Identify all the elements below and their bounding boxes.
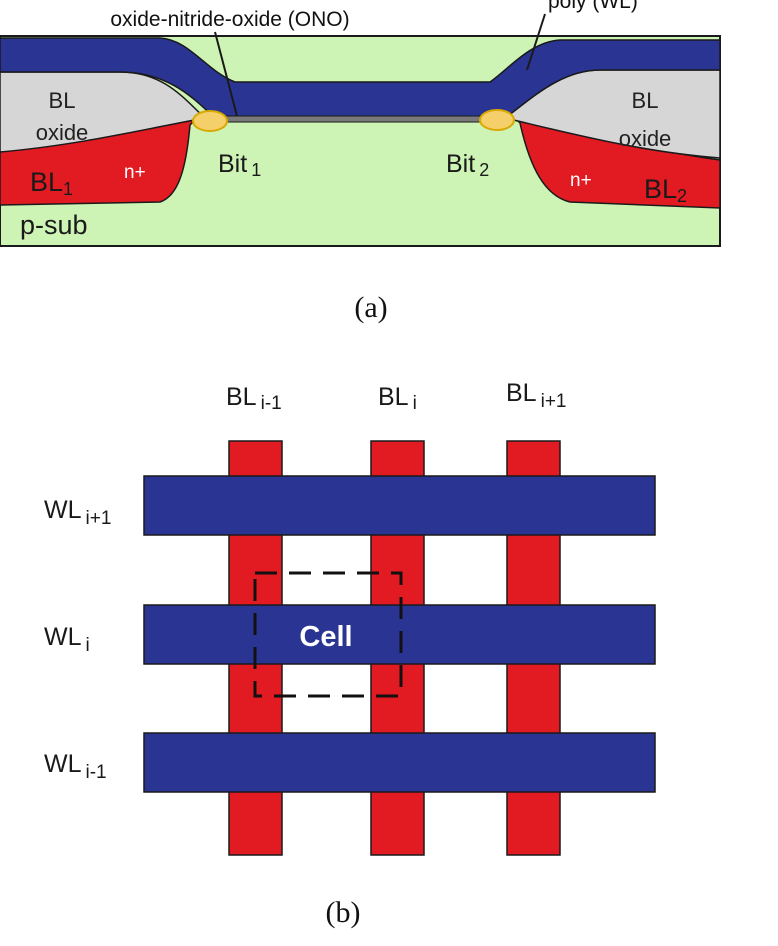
bit2-charge xyxy=(479,109,515,131)
label-poly-wl: poly (WL) xyxy=(548,0,638,13)
label-cell: Cell xyxy=(299,621,352,653)
ono-leader-line xyxy=(214,31,238,117)
wordline-i-plus-1 xyxy=(143,475,656,536)
poly-leader-line xyxy=(526,13,546,71)
label-bl1: BL1 xyxy=(30,167,73,199)
label-bl-oxide-left-2: oxide xyxy=(36,120,89,145)
bit1-charge xyxy=(192,110,228,132)
label-bl-oxide-right-2: oxide xyxy=(619,126,672,151)
label-p-sub: p-sub xyxy=(20,210,88,240)
poly-word-line xyxy=(0,37,721,119)
cell-outline xyxy=(253,571,403,698)
label-bl-oxide-left-1: BL xyxy=(49,88,76,113)
label-bl2: BL2 xyxy=(644,174,687,206)
label-n-plus-left: n+ xyxy=(124,162,146,183)
label-bl-oxide-right-1: BL xyxy=(632,88,659,113)
ono-stack xyxy=(221,115,491,123)
caption-a: (a) xyxy=(354,291,387,324)
label-n-plus-right: n+ xyxy=(570,170,592,191)
panel-a-cross-section: oxide-nitride-oxide (ONO) poly (WL) BL o… xyxy=(0,0,721,324)
wordline-i-minus-1 xyxy=(143,732,656,793)
label-ono: oxide-nitride-oxide (ONO) xyxy=(110,8,349,31)
caption-b: (b) xyxy=(326,896,361,929)
